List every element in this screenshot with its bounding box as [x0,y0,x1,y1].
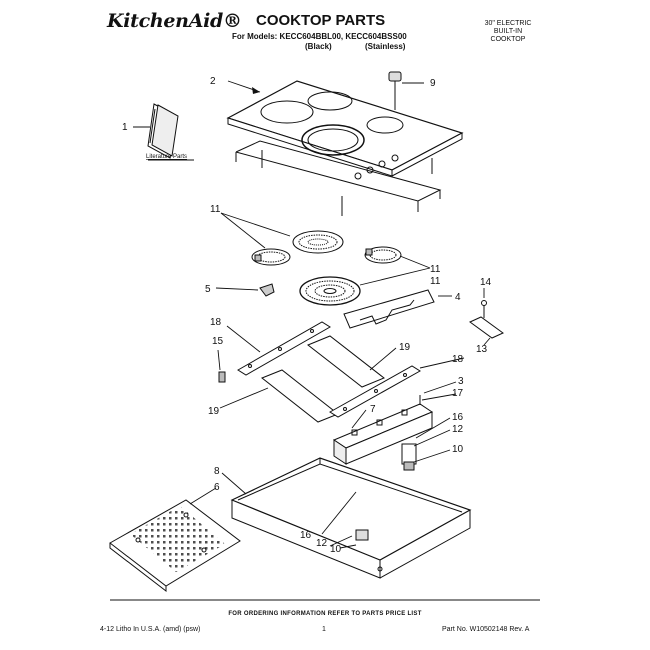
radiant-element-small-right [364,246,402,264]
literature-parts-label: Literature Parts [146,154,187,160]
control-knob [388,71,402,110]
product-line-3: COOKTOP [490,36,526,43]
callout-15: 15 [212,336,224,347]
finish-black-label: (Black) [305,42,332,51]
control-bracket [332,403,434,465]
callout-6: 6 [214,482,220,493]
callout-14: 14 [480,277,492,288]
callout-11-right: 11 [430,264,441,275]
literature-booklet [133,103,179,159]
callout-7: 7 [370,404,376,415]
finish-stainless-label: (Stainless) [365,42,406,51]
callout-19-right: 19 [399,342,411,353]
callout-18-right: 18 [452,354,464,365]
page-title: COOKTOP PARTS [256,12,386,29]
product-line-2: BUILT-IN [493,28,523,35]
radiant-element-small-left [251,248,291,266]
callout-12-bottom: 12 [316,538,328,549]
callout-11-upper: 11 [210,204,221,215]
callout-16-right: 16 [452,412,464,423]
callout-12-right: 12 [452,424,464,435]
mounting-bracket [469,300,504,339]
ordering-info: FOR ORDERING INFORMATION REFER TO PARTS … [228,611,422,617]
support-rail-upper-right [307,335,385,388]
bottom-panel [109,499,241,593]
model-numbers: For Models: KECC604BBL00, KECC604BSS00 [232,32,407,41]
page-number: 1 [322,626,326,633]
callout-17: 17 [452,388,464,399]
callout-1: 1 [122,122,128,133]
callout-10-right: 10 [452,444,464,455]
callout-3: 3 [458,376,464,387]
screw [218,371,226,383]
radiant-element-large [299,276,361,306]
callout-8: 8 [214,466,220,477]
callout-10-bottom: 10 [330,544,342,555]
support-rail-lower-right [329,365,421,418]
litho-info: 4-12 Litho In U.S.A. (amd) (psw) [100,626,201,633]
infinite-switch [401,443,417,471]
callout-16-bottom: 16 [300,530,312,541]
support-rail-upper-left [237,321,331,376]
element-clip [259,283,275,297]
product-line-1: 30" ELECTRIC [484,20,532,27]
cooktop-glass [226,80,464,180]
cooktop-frame [235,140,442,216]
brand-logo: KitchenAid® [107,10,242,32]
callout-19-left: 19 [208,406,220,417]
callout-18-left: 18 [210,317,222,328]
cooktop-box [230,457,472,579]
support-rail-lower-left [261,369,339,423]
leader-lines [110,80,540,601]
callout-13: 13 [476,344,488,355]
callout-4: 4 [455,292,461,303]
callout-11-lower: 11 [430,276,441,287]
callout-2: 2 [210,76,216,87]
part-number: Part No. W10502148 Rev. A [442,626,530,633]
callout-5: 5 [205,284,211,295]
product-type: 30" ELECTRIC BUILT-IN COOKTOP [468,20,548,44]
callout-9: 9 [430,78,436,89]
radiant-element-medium [292,230,344,254]
wire-shield-bracket [343,289,435,329]
